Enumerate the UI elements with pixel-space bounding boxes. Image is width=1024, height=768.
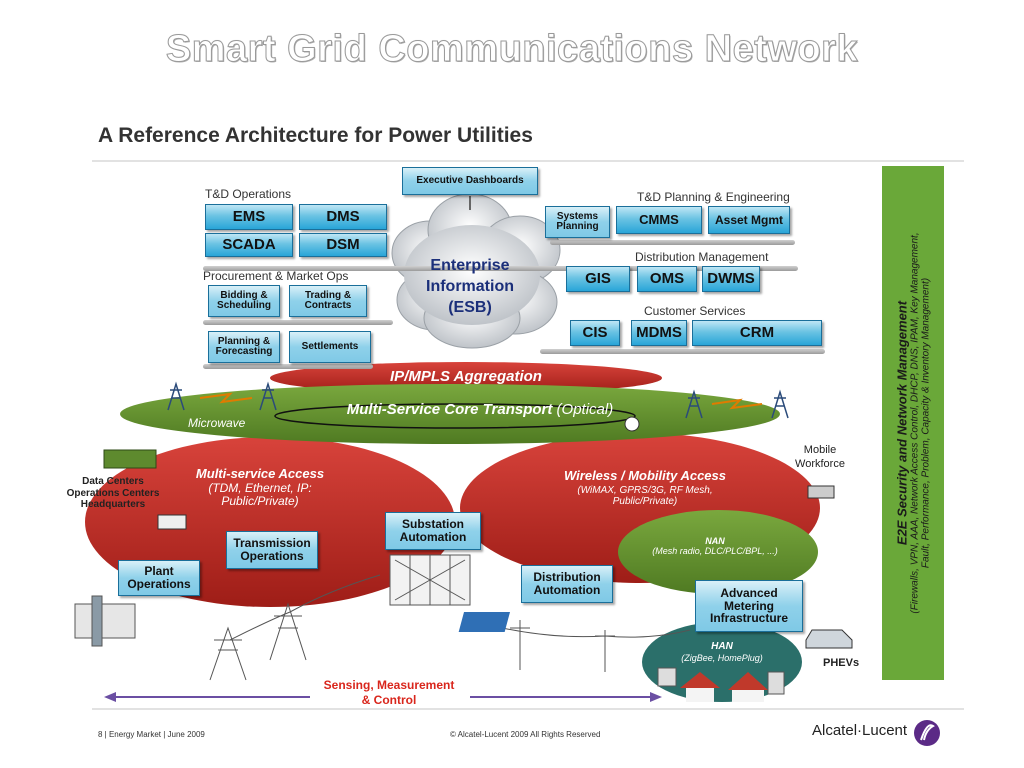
dwms-box: DWMS — [702, 266, 760, 292]
bus-bar — [540, 349, 825, 354]
planning-box: Planning & Forecasting — [208, 331, 280, 363]
grid-infrastructure — [74, 554, 691, 681]
phev-car-icon — [805, 629, 853, 649]
ms-access-title: Multi-service Access — [195, 466, 325, 481]
bus-bar — [203, 364, 373, 369]
substation-box: Substation Automation — [385, 512, 481, 550]
distribution-mgmt-label: Distribution Management — [635, 250, 769, 264]
divider — [92, 160, 964, 162]
asset-mgmt-box: Asset Mgmt — [708, 206, 790, 234]
plant-ops-box: Plant Operations — [118, 560, 200, 596]
ems-box: EMS — [205, 204, 293, 230]
mobile-truck-icon — [807, 485, 835, 499]
page-subtitle: A Reference Architecture for Power Utili… — [98, 124, 533, 147]
dsm-box: DSM — [299, 233, 387, 257]
tower-icons — [167, 381, 789, 419]
customer-services-label: Customer Services — [644, 304, 746, 318]
core-suffix: (Optical) — [556, 401, 614, 418]
han-ellipse — [642, 622, 802, 702]
workforce-text: Workforce — [795, 458, 845, 471]
han-sub: (ZigBee, HomePlug) — [681, 653, 763, 663]
security-panel — [882, 166, 944, 680]
scada-box: SCADA — [205, 233, 293, 257]
esb-cloud — [391, 193, 561, 349]
ami-box: Advanced Metering Infrastructure — [695, 580, 803, 632]
page-title: Smart Grid Communications Network — [165, 28, 859, 71]
bus-bar — [203, 266, 798, 271]
bus-bar — [203, 320, 393, 325]
appliance-icon — [767, 671, 785, 695]
wireless-sub: (WiMAX, GPRS/3G, RF Mesh, Public/Private… — [577, 485, 713, 507]
han-title: HAN — [711, 641, 733, 652]
transmission-ops-box: Transmission Operations — [226, 531, 318, 569]
core-text: Multi-Service Core Transport — [346, 401, 553, 418]
core-label: Multi-Service Core Transport (Optical) — [300, 401, 660, 418]
ms-access-sub: (TDM, Ethernet, IP: Public/Private) — [208, 481, 312, 509]
mobile-text: Mobile — [803, 444, 837, 456]
sensing-text: Sensing, Measurement — [323, 678, 455, 692]
data-centers-text: Data Centers — [82, 476, 144, 487]
cis-box: CIS — [570, 320, 620, 346]
footer-divider — [92, 708, 964, 710]
house-icon — [680, 672, 768, 690]
data-centers-label: Data Centers Operations Centers Headquar… — [58, 476, 168, 511]
wireless-title: Wireless / Mobility Access — [564, 468, 726, 483]
crm-box: CRM — [692, 320, 822, 346]
meter-icon — [657, 667, 677, 687]
nan-ellipse — [618, 510, 818, 594]
gis-box: GIS — [566, 266, 630, 292]
distribution-box: Distribution Automation — [521, 565, 613, 603]
settlements-box: Settlements — [289, 331, 371, 363]
mdms-box: MDMS — [631, 320, 687, 346]
bidding-box: Bidding & Scheduling — [208, 285, 280, 317]
esb-label: Enterprise Information (ESB) — [410, 256, 530, 318]
esb-line1: Enterprise — [430, 257, 510, 274]
nan-title: NAN — [705, 536, 725, 546]
esb-line2: Information — [426, 277, 514, 295]
ip-mpls-label: IP/MPLS Aggregation — [390, 368, 542, 385]
esb-line3: (ESB) — [448, 298, 492, 316]
headquarters-text: Headquarters — [80, 499, 146, 510]
sensing-label: Sensing, Measurement & Control — [314, 678, 464, 708]
ops-centers-text: Operations Centers — [66, 487, 160, 499]
brand-logo-text: Alcatel·Lucent — [812, 722, 908, 739]
footer-copyright: © Alcatel-Lucent 2009 All Rights Reserve… — [450, 730, 601, 739]
procurement-label: Procurement & Market Ops — [203, 269, 349, 283]
data-center-icon — [103, 449, 157, 469]
trading-box: Trading & Contracts — [289, 285, 367, 317]
td-planning-label: T&D Planning & Engineering — [637, 190, 790, 204]
control-text: & Control — [361, 693, 417, 707]
cmms-box: CMMS — [616, 206, 702, 234]
phevs-label: PHEVs — [823, 657, 860, 669]
alcatel-lucent-logo-icon — [914, 720, 940, 746]
oms-box: OMS — [637, 266, 697, 292]
td-operations-label: T&D Operations — [205, 187, 292, 201]
footer-left: 8 | Energy Market | June 2009 — [98, 730, 205, 739]
nan-sub: (Mesh radio, DLC/PLC/BPL, ...) — [652, 546, 778, 556]
mobile-workforce-label: Mobile Workforce — [785, 443, 855, 472]
executive-dashboards-box: Executive Dashboards — [402, 167, 538, 195]
microwave-label: Microwave — [188, 416, 246, 430]
dms-box: DMS — [299, 204, 387, 230]
systems-planning-box: Systems Planning — [545, 206, 610, 238]
solar-panel-icon — [458, 612, 511, 632]
bus-bar — [550, 240, 795, 245]
core-transport-ellipse — [120, 384, 780, 444]
